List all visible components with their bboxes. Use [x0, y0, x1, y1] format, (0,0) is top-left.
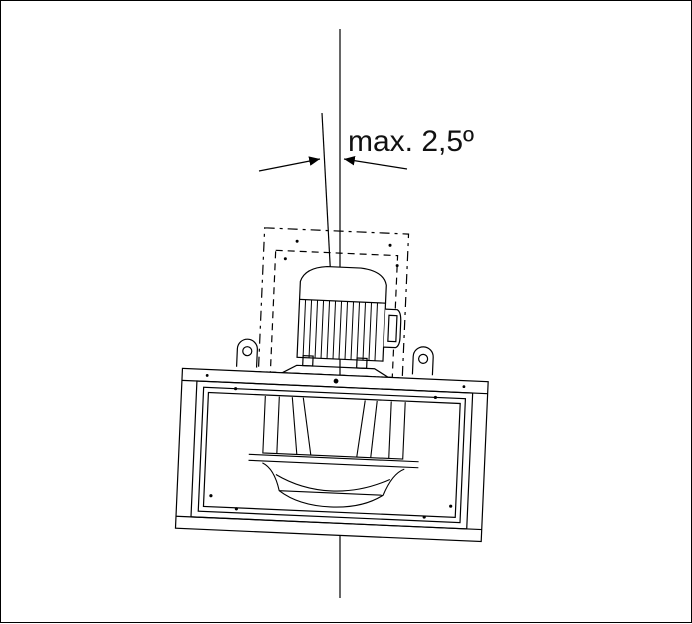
right-lifting-lug: [411, 346, 434, 376]
fan-assembly: [174, 227, 489, 543]
cover-rivets: [283, 239, 399, 268]
fan-housing-inner: [190, 380, 474, 530]
dimension-arrow-right: [343, 155, 408, 170]
dimension-arrow-left: [258, 156, 321, 172]
motor-base-plate: [282, 364, 389, 378]
angle-label: max. 2,5º: [348, 125, 474, 158]
motor: [296, 265, 402, 370]
left-lifting-lug: [235, 338, 258, 368]
impeller: [248, 395, 419, 508]
housing-rivets: [205, 374, 466, 519]
fan-housing-outer: [174, 367, 489, 543]
